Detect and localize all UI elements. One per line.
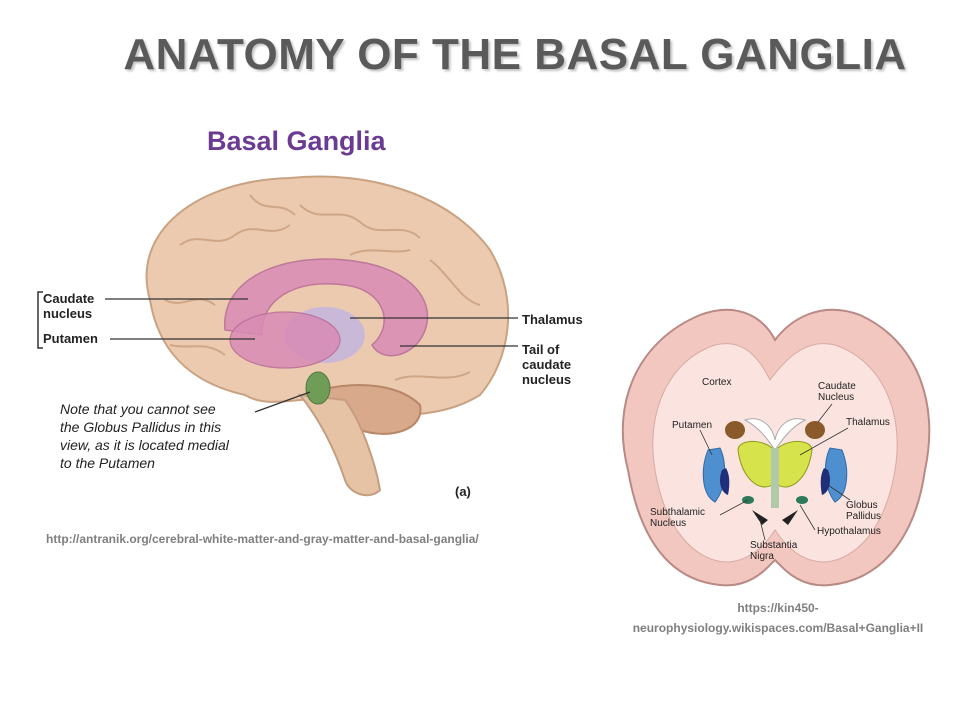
- substantia-nigra-label: Substantia Nigra: [750, 540, 798, 562]
- globus-right: [820, 468, 830, 495]
- panel-label: (a): [455, 484, 471, 499]
- label-bracket: [37, 291, 43, 349]
- caudate-arc: [224, 258, 429, 357]
- caudate-left: [725, 421, 745, 439]
- lateral-ventricles: [743, 418, 807, 451]
- source-link-left[interactable]: http://antranik.org/cerebral-white-matte…: [46, 532, 479, 546]
- putamen-label: Putamen: [43, 331, 98, 346]
- subthalamic-right: [796, 496, 808, 504]
- cortex-label: Cortex: [702, 377, 732, 388]
- caudate-right: [805, 421, 825, 439]
- note-text: Note that you cannot see the Globus Pall…: [60, 401, 229, 471]
- thalamus-coronal-label: Thalamus: [846, 417, 890, 428]
- putamen-coronal-label: Putamen: [672, 420, 713, 431]
- tail-caudate-label: Tail of caudate nucleus: [522, 342, 572, 387]
- midline: [771, 448, 779, 508]
- globus-left: [720, 468, 730, 495]
- putamen-shape: [229, 311, 341, 369]
- caudate-nucleus-label: Caudate Nucleus: [818, 381, 856, 403]
- caudate-label: Caudate nucleus: [43, 291, 95, 321]
- coronal-leader-lines: [699, 403, 851, 541]
- nigra: [752, 510, 798, 525]
- putamen-right: [824, 447, 848, 503]
- globus-pallidus-label: Globus Pallidus: [846, 500, 882, 522]
- putamen-left: [702, 447, 726, 503]
- hypothalamus-label: Hypothalamus: [817, 526, 881, 537]
- thalamus-label: Thalamus: [522, 312, 583, 327]
- figure-title: Basal Ganglia: [207, 126, 386, 156]
- brainstem: [297, 393, 382, 497]
- source-link-right[interactable]: https://kin450-neurophysiology.wikispace…: [632, 601, 924, 635]
- leader-lines: [105, 298, 518, 413]
- amygdala-shape: [305, 371, 331, 405]
- subthalamic-label: Subthalamic Nucleus: [650, 507, 706, 529]
- slide-title: ANATOMY OF THE BASAL GANGLIA: [123, 30, 907, 79]
- gyri-lines: [164, 194, 481, 381]
